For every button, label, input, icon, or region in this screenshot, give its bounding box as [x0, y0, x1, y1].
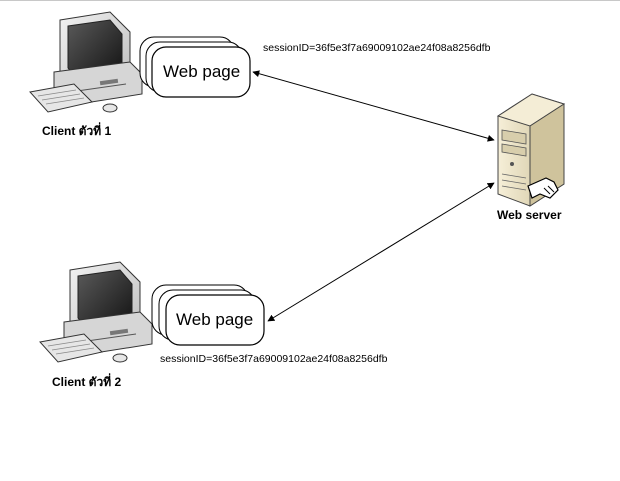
top-border [0, 0, 620, 1]
client-1-computer-icon [29, 11, 143, 113]
web-page-1-label: Web page [163, 62, 240, 81]
connection-arrow-1 [252, 70, 495, 142]
session-id-2: sessionID=36f5e3f7a69009102ae24f08a8256d… [160, 353, 388, 365]
server-label: Web server [497, 208, 562, 222]
client-2-label: Client ตัวที่ 2 [52, 373, 121, 389]
client-1-label: Client ตัวที่ 1 [42, 122, 111, 138]
web-page-stack-1: Web page [139, 36, 251, 98]
web-page-2-label: Web page [176, 310, 253, 329]
web-page-stack-2: Web page [151, 284, 265, 346]
server-icon [496, 93, 566, 207]
session-id-1: sessionID=36f5e3f7a69009102ae24f08a8256d… [263, 42, 491, 54]
client-2-computer-icon [39, 261, 153, 363]
connection-arrow-2 [267, 182, 495, 322]
